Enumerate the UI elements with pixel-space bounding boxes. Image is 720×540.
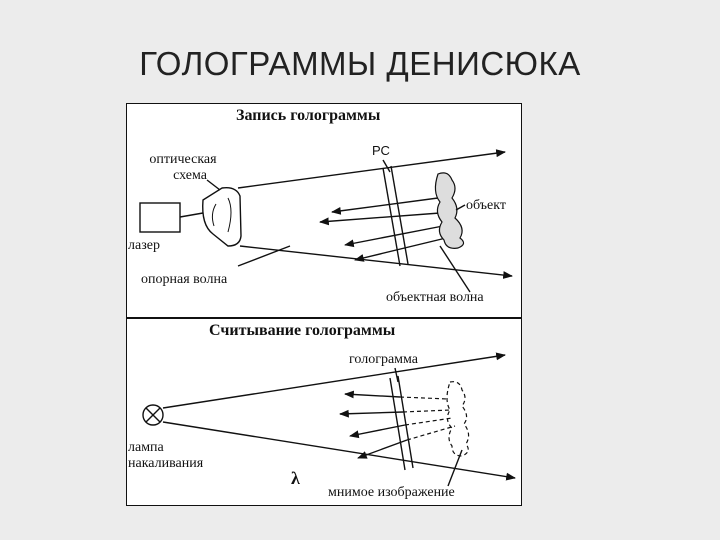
laser-beam (179, 212, 204, 218)
object-ray-4 (354, 237, 447, 262)
reading-ray-1 (344, 390, 401, 399)
lambda-label: λ (291, 468, 300, 488)
virtual-image-label: мнимое изображение (328, 485, 455, 500)
laser (139, 202, 181, 233)
optical-leader (206, 179, 221, 191)
hologram-leader (394, 367, 399, 383)
reading-ray-3 (349, 424, 406, 439)
hologram-line-1 (389, 377, 406, 471)
reading-upper-ray (162, 352, 506, 409)
virtual-image-shape (446, 381, 470, 457)
lamp-line-2: накаливания (128, 456, 204, 471)
reference-leader (237, 245, 291, 267)
optical-scheme-line-2: схема (173, 168, 207, 183)
object-shape (434, 172, 465, 249)
object-label: объект (466, 198, 506, 213)
reading-ray-2 (339, 409, 404, 418)
reading-diagram (142, 352, 516, 487)
object-leader (455, 204, 466, 211)
reading-panel (126, 318, 522, 506)
object-ray-3 (344, 225, 444, 248)
plate-leader (382, 159, 391, 173)
reference-wave-ray (239, 245, 513, 279)
reference-wave-label: опорная волна (141, 272, 228, 287)
optical-scheme-line-1: оптическая (149, 152, 217, 167)
laser-label: лазер (128, 238, 160, 253)
slide-title: ГОЛОГРАММЫ ДЕНИСЮКА (139, 45, 581, 82)
object-wave-leader (439, 245, 471, 293)
reading-title: Считывание голограммы (209, 322, 396, 339)
upper-ray (237, 149, 506, 189)
hologram-line-2 (397, 375, 414, 469)
optical-lens (202, 186, 242, 247)
recording-diagram (139, 149, 513, 293)
object-ray-1 (331, 197, 439, 215)
lamp-label: лампа накаливания (128, 440, 203, 472)
reading-ray-4 (357, 439, 408, 459)
object-wave-label: объектная волна (386, 290, 484, 305)
recording-title: Запись голограммы (236, 107, 381, 124)
reading-lower-ray (162, 421, 516, 481)
hologram-label: голограмма (349, 352, 418, 367)
optical-scheme-label: оптическая схема (133, 152, 233, 184)
virtual-image-leader (447, 449, 463, 487)
lamp-line-1: лампа (128, 440, 164, 455)
plate-label: РС (372, 143, 390, 158)
object-ray-2 (319, 212, 441, 226)
